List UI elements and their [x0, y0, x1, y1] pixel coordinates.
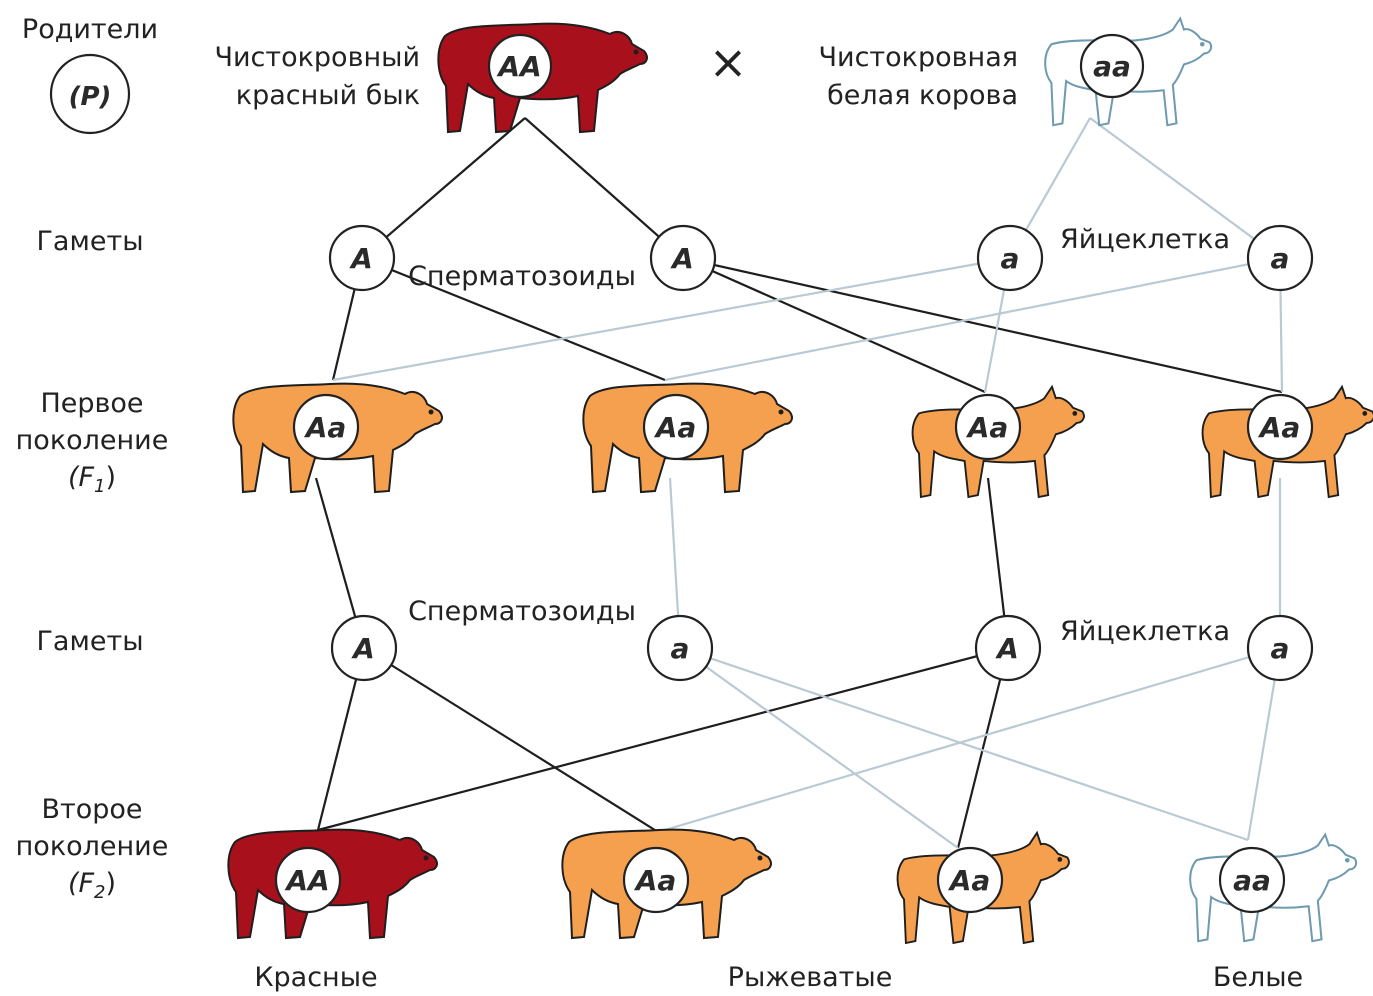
gametes-2-sperm-label: Сперматозоиды [408, 596, 636, 627]
line-g2-2-to-f2-3 [679, 647, 959, 849]
f1-animal-1 [232, 382, 443, 493]
cross-symbol: × [709, 35, 748, 89]
f2-genotype-3: Aa [936, 846, 1004, 914]
parent-cow-label-line2: белая корова [827, 80, 1018, 111]
gamete-2-2-text: a [671, 632, 690, 665]
line-g1-e2-to-f1-2 [664, 256, 1281, 382]
line-g2-1-to-f2-2 [363, 647, 659, 833]
f1-genotype-4-text: Aa [1258, 411, 1301, 444]
parent-cow-animal [1044, 17, 1213, 127]
line-bull-to-sperm-1 [361, 117, 526, 259]
f2-animal-white [1189, 833, 1358, 943]
animals [227, 17, 1373, 944]
line-g1-e1-to-f1-1 [332, 256, 1011, 382]
line-g2-2-to-f2-4 [679, 646, 1249, 842]
line-g1-a2-to-f1-4 [682, 256, 1283, 394]
gamete-2-2: a [646, 614, 714, 682]
parents-symbol: (P) [69, 82, 112, 112]
f2-animal-red [227, 828, 438, 939]
f1-animal-4 [1201, 385, 1373, 498]
line-g1-a1-to-f1-2 [361, 256, 666, 382]
f1-animal-3 [911, 385, 1085, 498]
f2-genotype-2: Aa [622, 846, 690, 914]
line-bull-to-sperm-2 [524, 117, 684, 259]
parent-bull-genotype: AA [487, 33, 553, 99]
f1-genotype-1-text: Aa [304, 411, 347, 444]
row-label-f1-line1: Первое [40, 388, 143, 419]
f2-genotype-1-text: AA [284, 864, 329, 897]
f1-genotype-2: Aa [642, 393, 710, 461]
f2-animal-roan-2 [896, 831, 1070, 944]
row-label-f2-line1: Второе [41, 794, 142, 825]
parent-cow-genotype: aa [1079, 33, 1145, 99]
f2-label-white: Белые [1213, 962, 1303, 993]
parent-bull-animal [437, 22, 648, 133]
parent-cow-genotype-text: aa [1093, 50, 1131, 83]
f2-genotype-3-text: Aa [948, 864, 991, 897]
parents-symbol-circle [49, 53, 131, 135]
gamete-1-2: A [649, 224, 717, 292]
gamete-2-4: a [1246, 614, 1314, 682]
parent-cow-label-line1: Чистокровная [819, 42, 1018, 73]
row-label-parents: Родители [22, 14, 158, 45]
gamete-1-4-text: a [1271, 242, 1290, 275]
gametes-2-egg-label: Яйцеклетка [1060, 616, 1230, 647]
f1-genotype-3: Aa [954, 393, 1022, 461]
f1-genotype-3-text: Aa [966, 411, 1009, 444]
gamete-1-3-text: a [1001, 242, 1020, 275]
line-g1-a2-to-f1-3 [682, 256, 986, 394]
row-label-f2-line2: поколение [16, 831, 169, 862]
line-g2-3-to-f2-1 [317, 646, 1009, 832]
gamete-1-1: A [328, 224, 396, 292]
gamete-2-1-text: A [351, 632, 375, 665]
parent-bull-label-line1: Чистокровный [214, 42, 420, 73]
row-label-gametes-2: Гаметы [36, 626, 143, 657]
f1-genotype-1: Aa [292, 393, 360, 461]
f2-animal-roan-1 [561, 828, 772, 939]
f2-genotype-4: aa [1218, 846, 1286, 914]
gamete-1-3: a [976, 224, 1044, 292]
line-cow-to-egg-2 [1089, 117, 1281, 259]
gametes-1-egg-label: Яйцеклетка [1060, 224, 1230, 255]
gamete-1-2-text: A [670, 242, 694, 275]
row-label-gametes-1: Гаметы [36, 226, 143, 257]
gamete-1-1-text: A [349, 242, 373, 275]
gamete-1-4: a [1246, 224, 1314, 292]
row-label-f1-line3: (F1) [68, 462, 116, 497]
f2-genotype-1: AA [274, 846, 342, 914]
line-g2-3-to-f2-3 [956, 647, 1010, 849]
line-g2-4-to-f2-2 [657, 646, 1281, 834]
parent-bull-genotype-text: AA [496, 50, 541, 83]
f1-genotype-4: Aa [1246, 393, 1314, 461]
f2-label-red: Красные [254, 962, 377, 993]
gamete-2-4-text: a [1271, 632, 1290, 665]
f1-animal-2 [582, 382, 793, 493]
f2-genotype-4-text: aa [1233, 864, 1271, 897]
row-label-f1-line2: поколение [16, 425, 169, 456]
row-label-f2-line3: (F2) [68, 868, 116, 903]
f2-label-roan: Рыжеватые [728, 962, 893, 993]
gamete-2-3-text: A [995, 632, 1019, 665]
f2-genotype-2-text: Aa [634, 864, 677, 897]
parent-bull-label-line2: красный бык [236, 80, 420, 111]
gametes-1-sperm-label: Сперматозоиды [408, 261, 636, 292]
gamete-2-3: A [974, 614, 1042, 682]
gamete-2-1: A [330, 614, 398, 682]
f1-genotype-2-text: Aa [654, 411, 697, 444]
